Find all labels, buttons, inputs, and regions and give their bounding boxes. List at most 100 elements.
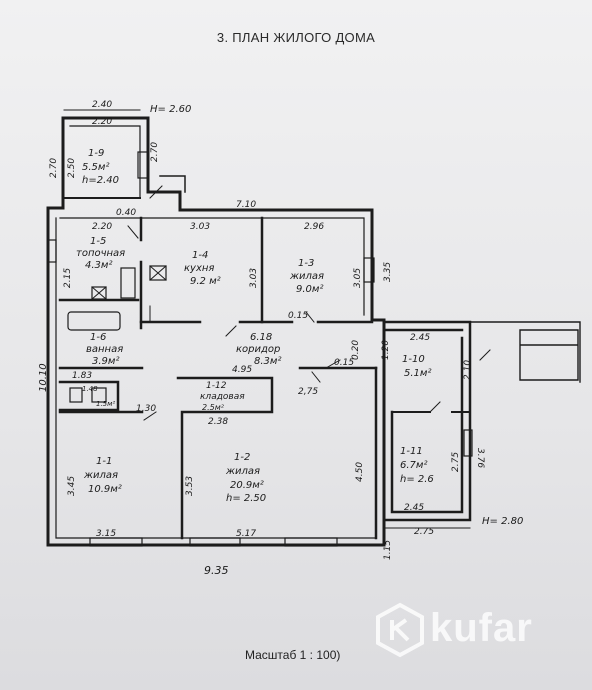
dim-2-40: 2.40 [92, 100, 112, 110]
dim-0-15-a: 0.15 [288, 311, 308, 321]
dim-3-45: 3.45 [67, 476, 77, 496]
room-1-1-name: жилая [83, 470, 118, 481]
room-1-1-area: 10.9м² [88, 484, 122, 495]
dim-3-15: 3.15 [96, 529, 116, 539]
dim-0-40: 0.40 [116, 208, 136, 218]
dim-2-38: 2.38 [208, 417, 228, 427]
room-1-3-name: жилая [289, 271, 324, 282]
window [463, 429, 473, 457]
dim-3-76: 3.76 [475, 448, 485, 468]
room-1-12-name: кладовая [200, 392, 245, 402]
wall-1-8-box [58, 380, 120, 412]
dim-2-96: 2.96 [304, 222, 324, 232]
dim-1-83: 1.83 [72, 371, 92, 381]
ceiling-mark-top: Н= 2.60 [150, 104, 191, 115]
dim-3-53: 3.53 [185, 476, 195, 496]
dim-2-20-mid: 2.20 [92, 222, 112, 232]
boiler [91, 286, 107, 300]
room-1-5-id: 1-5 [90, 236, 106, 247]
door-swing [127, 185, 491, 421]
inner-wall-line [55, 125, 377, 539]
room-1-2-area: 20.9м² [230, 480, 264, 491]
dim-3-03-v: 3.03 [249, 268, 259, 288]
toilet [91, 387, 107, 403]
dim-1-20: 1.20 [381, 340, 391, 360]
room-corridor-name: коридор [236, 344, 280, 355]
room-1-11-height: h= 2.6 [400, 474, 434, 485]
boiler [91, 286, 107, 300]
dim-2-50: 2.50 [67, 158, 77, 178]
dim-4-50: 4.50 [355, 462, 365, 482]
dim-3-05: 3.05 [353, 268, 363, 288]
step-block [159, 175, 186, 193]
room-1-12-area: 2.5м² [202, 403, 225, 412]
ceiling-mark-right: Н= 2.80 [482, 516, 523, 527]
window [363, 257, 375, 283]
dim-7-10: 7.10 [236, 200, 256, 210]
document-title: 3. ПЛАН ЖИЛОГО ДОМА [216, 30, 376, 45]
dim-2-15: 2.15 [63, 268, 73, 288]
dim-2-20-top: 2.20 [92, 117, 112, 127]
kufar-wordmark: kufar [430, 606, 533, 650]
room-1-11-id: 1-11 [400, 446, 423, 457]
dim-1-48: 1.48 [82, 385, 98, 393]
dim-2-10: 2.10 [463, 360, 473, 380]
dim-0-15-b: 0.15 [334, 358, 354, 368]
boiler-unit [120, 267, 136, 299]
wall-extension [382, 320, 472, 522]
dim-2-70-right: 2.70 [150, 142, 160, 162]
room-1-8-area: 1.5м² [96, 400, 115, 408]
room-1-10-area: 5.1м² [404, 368, 431, 379]
bathtub [67, 311, 121, 331]
room-1-6-name: ванная [86, 344, 123, 355]
dim-2-75-c: 2.75 [414, 527, 434, 537]
window [89, 537, 143, 547]
room-corridor-area: 8.3м² [254, 356, 281, 367]
dim-10-10: 10.10 [38, 363, 49, 392]
kufar-logo-icon [376, 602, 424, 658]
dim-0-20: 0.20 [351, 340, 361, 360]
room-1-4-name: кухня [184, 263, 214, 274]
room-1-9-area: 5.5м² [82, 162, 109, 173]
window [47, 239, 57, 263]
room-1-2-id: 1-2 [234, 452, 250, 463]
room-1-4-area: 9.2 м² [190, 276, 221, 287]
window [137, 151, 149, 179]
wall-storage [176, 376, 274, 540]
scale-caption: Масштаб 1 : 100) [245, 648, 341, 662]
dim-2-75-a: 2,75 [298, 387, 318, 397]
dim-2-45-b: 2.45 [404, 503, 424, 513]
room-1-3-area: 9.0м² [296, 284, 323, 295]
room-1-1-id: 1-1 [96, 456, 112, 467]
dim-2-70-left: 2.70 [49, 158, 59, 178]
room-1-5-area: 4.3м² [85, 260, 112, 271]
room-1-3-id: 1-3 [298, 258, 314, 269]
kitchen-stove [149, 265, 167, 281]
dim-5-17: 5.17 [236, 529, 256, 539]
dim-3-03: 3.03 [190, 222, 210, 232]
room-1-2-name: жилая [225, 466, 260, 477]
dim-3-35: 3.35 [383, 262, 393, 282]
dim-2-75-b: 2.75 [451, 452, 461, 472]
dim-1-30: 1.30 [136, 404, 156, 414]
dim-9-35: 9.35 [204, 564, 229, 577]
room-1-4-id: 1-4 [192, 250, 208, 261]
room-1-9-height: h=2.40 [82, 175, 119, 186]
room-corridor-id: 6.18 [250, 332, 272, 343]
dim-4-95: 4.95 [232, 365, 252, 375]
room-1-6-id: 1-6 [90, 332, 106, 343]
outside-steps [469, 321, 581, 383]
dim-2-45-a: 2.45 [410, 333, 430, 343]
sink [69, 387, 83, 403]
room-1-11-area: 6.7м² [400, 460, 427, 471]
outer-wall [46, 116, 386, 547]
window [189, 537, 241, 547]
kitchen-stove [149, 265, 167, 281]
room-1-9-id: 1-9 [88, 148, 104, 159]
room-1-6-area: 3.9м² [92, 356, 119, 367]
room-1-12-id: 1-12 [206, 381, 227, 391]
dim-1-15: 1.15 [383, 540, 393, 560]
room-1-5-name: топочная [76, 248, 125, 259]
kufar-watermark: kufar [372, 602, 572, 662]
